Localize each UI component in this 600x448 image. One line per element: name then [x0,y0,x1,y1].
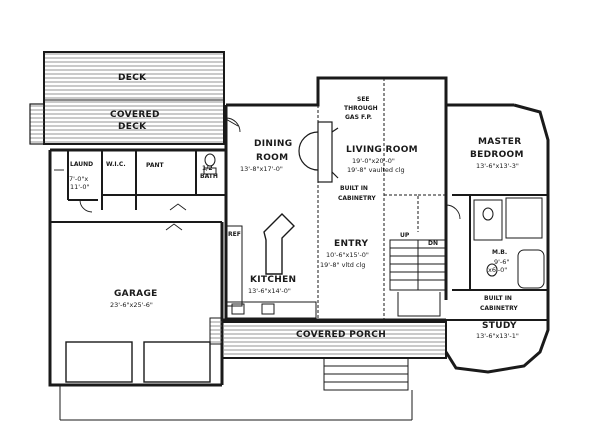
laundry-dimension-1: 7'-0"x [69,175,89,183]
laundry-dimension-2: 11'-0" [70,183,90,191]
master-bath-dimension-2: x6'-0" [488,266,508,274]
fireplace-label-line2: THROUGH [344,105,378,112]
entry-ceiling: 19'-8" vltd clg [320,261,366,269]
covered-porch [209,317,447,359]
study-built-in-label-line1: BUILT IN [484,295,512,302]
refrigerator-label: REF [228,231,241,238]
kitchen-counters [225,225,317,319]
garage-label: GARAGE [114,289,158,299]
kitchen-dimension: 13'-6"x14'-0" [248,287,291,295]
master-bedroom-label-line1: MASTER [478,137,522,147]
living-room-ceiling: 19'-8" vaulted clg [347,166,405,174]
dining-room-label-line1: DINING [254,139,293,149]
covered-deck-label-line1: COVERED [110,110,160,120]
interior-walls [50,150,548,321]
deck-label: DECK [118,73,147,83]
entry-label: ENTRY [334,239,369,249]
half-bath-label-line2: BATH [200,173,218,180]
deck-area [29,51,239,145]
stairs-up-label: UP [400,232,410,239]
stairs [389,239,447,317]
kitchen-island [263,213,295,275]
covered-deck-label-line2: DECK [118,122,147,132]
front-steps [323,357,409,391]
driveway-outline [59,385,413,421]
bathroom-fixtures [203,153,545,289]
study-built-in-label-line2: CABINETRY [480,305,518,312]
pantry-label: PANT [146,162,164,169]
living-built-in-label-line2: CABINETRY [338,195,376,202]
living-room-label: LIVING ROOM [346,145,418,155]
garage-dimension: 23'-6"x25'-6" [110,301,153,309]
walk-in-closet-label: W.I.C. [106,161,126,168]
garage-doors [65,341,211,383]
fireplace-symbol [298,121,339,183]
kitchen-label: KITCHEN [250,275,297,285]
dining-room-label-line2: ROOM [256,153,289,163]
living-room-dimension: 19'-0"x20'-0" [352,157,395,165]
stairs-down-label: DN [428,240,439,247]
dining-room-dimension: 13'-8"x17'-0" [240,165,283,173]
fireplace-label-line1: SEE [357,96,370,103]
covered-porch-label: COVERED PORCH [296,330,387,340]
master-bath-label: M.B. [492,249,508,256]
fireplace-label-line3: GAS F.P. [345,114,373,121]
half-bath-label-line1: 1/2 [202,165,213,172]
laundry-label: LAUND [70,161,94,168]
study-dimension: 13'-6"x13'-1" [476,332,519,340]
master-bath-dimension-1: 9'-6" [494,258,510,266]
study-label: STUDY [482,321,517,331]
door-swings [54,117,461,231]
living-built-in-label-line1: BUILT IN [340,185,368,192]
master-bedroom-dimension: 13'-6"x13'-3" [476,162,519,170]
master-bedroom-label-line2: BEDROOM [470,150,524,160]
entry-dimension: 10'-6"x15'-0" [326,251,369,259]
